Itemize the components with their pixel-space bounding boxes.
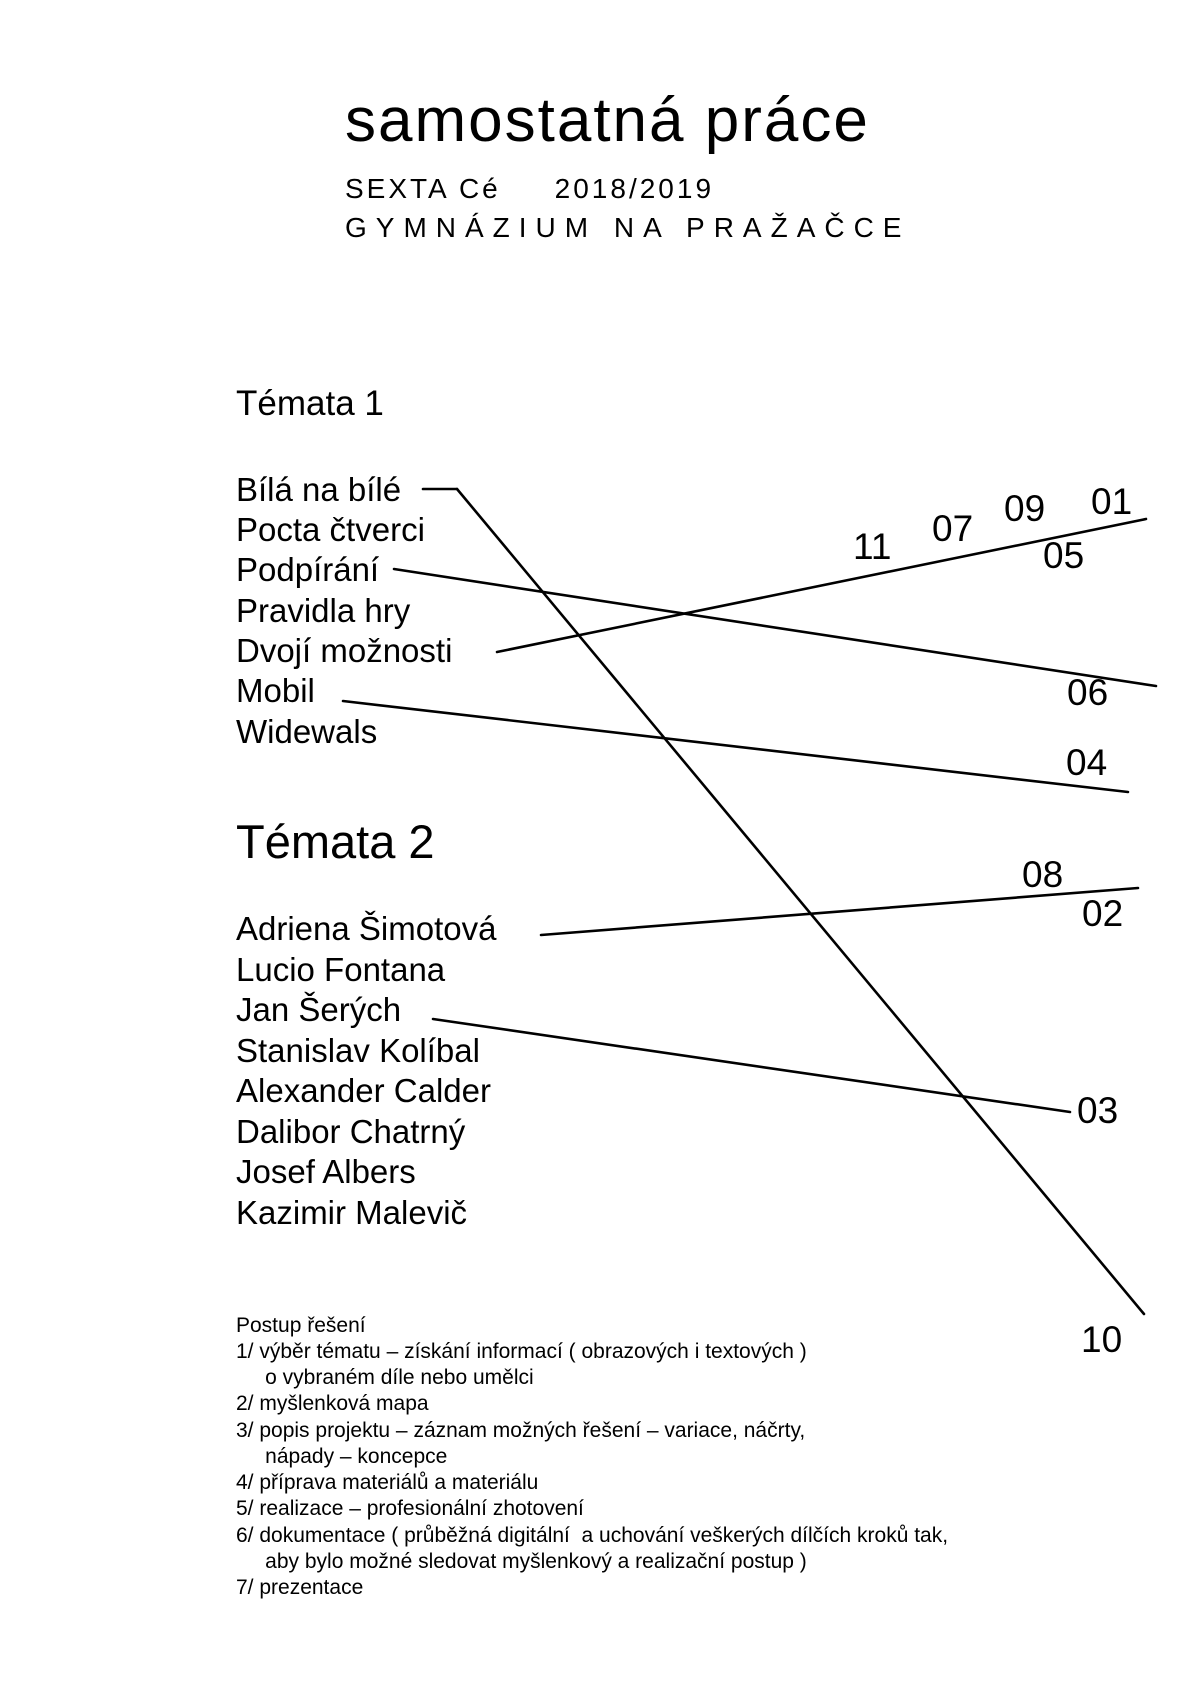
topic2-item: Adriena Šimotová (236, 910, 497, 947)
procedure-line: 3/ popis projektu – záznam možných řešen… (236, 1419, 806, 1442)
connector-line (455, 487, 1146, 1316)
class-year-label: SEXTA Cé 2018/2019 (345, 173, 715, 204)
connector-line (431, 1017, 1072, 1114)
number-label: 05 (1043, 535, 1085, 576)
procedure-line: aby bylo možné sledovat myšlenkový a rea… (236, 1550, 807, 1573)
topic1-item: Widewals (236, 713, 378, 750)
number-label: 09 (1004, 488, 1046, 529)
number-label: 04 (1066, 742, 1108, 783)
topics2-heading: Témata 2 (236, 815, 435, 868)
procedure-line: 1/ výběr tématu – získání informací ( ob… (236, 1340, 807, 1363)
topic1-item: Bílá na bílé (236, 471, 402, 508)
topic1-item: Pocta čtverci (236, 511, 425, 548)
connector-line (495, 517, 1148, 654)
topic1-item: Dvojí možnosti (236, 632, 453, 669)
number-label: 03 (1077, 1090, 1119, 1131)
topic2-item: Lucio Fontana (236, 951, 446, 988)
connector-line (539, 886, 1140, 937)
number-label: 07 (932, 508, 974, 549)
connector-line (392, 567, 1158, 688)
procedure-line: 7/ prezentace (236, 1576, 364, 1599)
number-label: 06 (1067, 672, 1109, 713)
topic2-item: Stanislav Kolíbal (236, 1032, 480, 1069)
procedure-line: o vybraném díle nebo umělci (236, 1366, 534, 1389)
procedure-line: 4/ příprava materiálů a materiálu (236, 1471, 539, 1494)
topic2-item: Josef Albers (236, 1153, 416, 1190)
topic1-item: Podpírání (236, 551, 380, 588)
number-label: 08 (1022, 854, 1064, 895)
topic1-item: Mobil (236, 672, 315, 709)
school-name: GYMNÁZIUM NA PRAŽAČCE (345, 212, 911, 243)
procedure-line: nápady – koncepce (236, 1445, 448, 1468)
page-title: samostatná práce (345, 86, 870, 155)
procedure-heading: Postup řešení (236, 1314, 366, 1337)
topic2-item: Kazimir Malevič (236, 1194, 468, 1231)
number-label: 01 (1091, 481, 1133, 522)
procedure-line: 6/ dokumentace ( průběžná digitální a uc… (236, 1524, 949, 1547)
number-label: 11 (853, 526, 892, 567)
number-label: 10 (1081, 1319, 1123, 1360)
procedure-line: 2/ myšlenková mapa (236, 1392, 429, 1415)
topic2-item: Dalibor Chatrný (236, 1113, 466, 1150)
connector-line (341, 699, 1130, 794)
topic2-item: Jan Šerých (236, 991, 402, 1028)
procedure-line: 5/ realizace – profesionální zhotovení (236, 1497, 584, 1520)
number-label: 02 (1082, 893, 1124, 934)
topic2-item: Alexander Calder (236, 1072, 491, 1109)
topic1-item: Pravidla hry (236, 592, 411, 629)
topics1-heading: Témata 1 (236, 384, 384, 423)
